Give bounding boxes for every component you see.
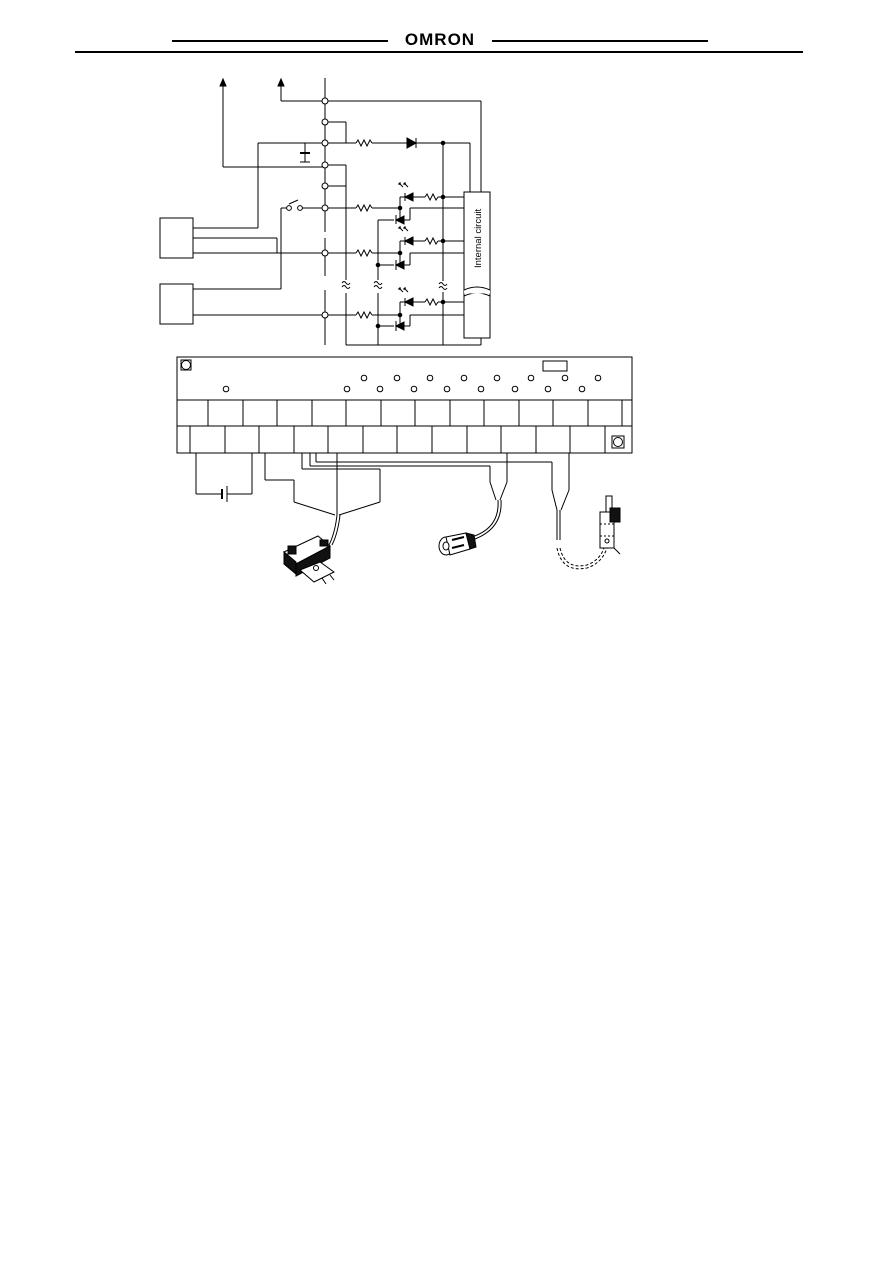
header-rule-full bbox=[75, 51, 803, 53]
photoelectric-sensor-illustration bbox=[283, 535, 335, 585]
internal-circuit-label: Internal circuit bbox=[473, 209, 484, 268]
header-rule-right bbox=[492, 40, 708, 42]
field-wiring bbox=[195, 453, 608, 570]
input-channel-3 bbox=[328, 287, 464, 331]
limit-switch-illustration bbox=[599, 495, 621, 555]
brand-logo: OMRON bbox=[404, 30, 476, 49]
internal-circuit-box: Internal circuit bbox=[463, 191, 491, 339]
indicator-leds-top bbox=[360, 374, 602, 382]
input-schematic: Internal circuit bbox=[159, 77, 491, 346]
upper-terminal-row bbox=[207, 400, 623, 426]
page-header: OMRON bbox=[0, 0, 894, 60]
lower-terminal-row bbox=[189, 426, 606, 453]
proximity-sensor-illustration bbox=[438, 532, 477, 556]
terminal-block bbox=[176, 356, 633, 454]
header-rule-left bbox=[172, 40, 388, 42]
input-channel-2 bbox=[328, 226, 464, 270]
indicator-leds-bottom bbox=[222, 385, 586, 393]
